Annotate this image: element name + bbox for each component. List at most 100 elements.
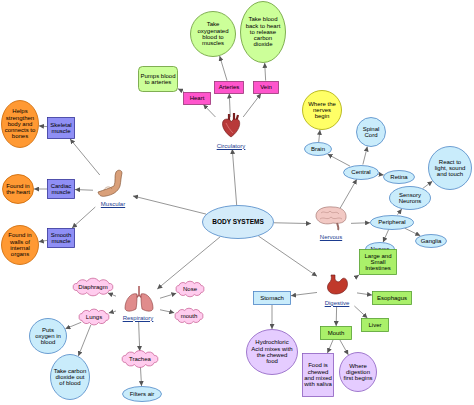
connector-arrow (354, 306, 367, 318)
connector-arrow (272, 305, 273, 329)
concept-box: Food is chewed and mixed with saliva (302, 353, 334, 397)
node-text: Take blood back to heart to release carb… (244, 16, 282, 47)
concept-ellipse: Helps strengthen body and connects to bo… (1, 100, 39, 148)
connector-arrow (363, 147, 367, 165)
node-text: Helps strengthen body and connects to bo… (4, 108, 36, 139)
node-text: Ganglia (421, 238, 442, 244)
connector-arrow (109, 311, 116, 313)
connector-arrow (72, 207, 95, 228)
connector-arrow (65, 322, 81, 329)
concept-ellipse: Peripheral (370, 215, 414, 230)
node-text: Heart (190, 95, 205, 101)
node-text: Found in walls of internal organs (4, 232, 36, 257)
node-text: Mouth (328, 330, 345, 336)
cloud-node: Diaphragm (71, 279, 115, 295)
concept-ellipse: React to light, sound and touch (428, 146, 472, 190)
connector-arrow (274, 222, 311, 224)
system-node: Digestive (317, 274, 357, 306)
node-text: Arteries (219, 84, 240, 90)
connector-arrow (328, 154, 350, 166)
connector-arrow (70, 139, 100, 175)
concept-ellipse: Take blood back to heart to release carb… (240, 1, 286, 63)
concept-ellipse: Sensory Neurons (389, 186, 431, 210)
node-text: React to light, sound and touch (432, 159, 468, 178)
connector-arrow (397, 209, 401, 215)
connector-arrow (108, 293, 116, 296)
node-text: Cardiac muscle (48, 183, 74, 196)
connector-arrow (78, 325, 90, 356)
concept-ellipse: Take oxygenated blood to muscles (190, 11, 236, 57)
node-text: Puts oxygen in blood (32, 327, 64, 346)
concept-ellipse: Puts oxygen in blood (29, 318, 67, 354)
connector-arrow (178, 89, 184, 92)
node-text: Vein (260, 84, 272, 90)
connector-arrow (232, 149, 236, 205)
connector-arrow (351, 222, 370, 224)
node-text: Filters air (130, 391, 155, 397)
node-text: Where digestion first begins (342, 363, 374, 382)
node-text: Central (351, 169, 370, 175)
node-text: Found in the heart (5, 183, 31, 196)
node-text: Esophagus (377, 295, 407, 301)
node-text: Sensory Neurons (392, 192, 428, 205)
cloud-node: Lungs (77, 309, 111, 325)
connector-arrow (34, 189, 47, 190)
system-node: Muscular (93, 175, 133, 207)
node-text: Pumps blood to arteries (139, 73, 177, 86)
concept-ellipse: Found in the heart (2, 174, 34, 204)
concept-box: Large and Small Intestines (359, 249, 397, 275)
connector-arrow (291, 292, 317, 295)
node-text: mouth (181, 313, 198, 319)
node-text: Lungs (86, 314, 102, 320)
connector-arrow (319, 130, 320, 142)
system-label: Muscular (101, 201, 125, 207)
concept-box: Vein (253, 81, 279, 94)
connector-arrow (229, 94, 230, 118)
concept-ellipse: Central (343, 165, 379, 180)
node-text: Brain (311, 146, 325, 152)
connector-arrow (336, 306, 337, 326)
brain-illustration (316, 207, 346, 230)
connector-arrow (139, 321, 140, 351)
system-node: Nervous (311, 208, 351, 240)
cloud-node: mouth (173, 308, 205, 324)
connector-arrow (327, 340, 333, 353)
cloud-node: Trachea (120, 351, 160, 367)
connector-arrow (258, 236, 317, 276)
connector-arrow (405, 228, 421, 236)
node-text: Nose (183, 286, 197, 292)
stomach-illustration (327, 275, 347, 294)
connector-arrow (243, 94, 261, 118)
node-text: Take oxygenated blood to muscles (194, 21, 232, 46)
connector-arrow (264, 63, 266, 81)
node-text: Skeletal muscle (48, 122, 74, 135)
concept-ellipse: Where the nerves begin (302, 90, 342, 130)
connector-arrow (39, 240, 47, 241)
concept-box: Skeletal muscle (47, 117, 75, 139)
concept-box: Liver (361, 318, 389, 332)
node-text: Diaphragm (78, 284, 107, 290)
heart-illustration (222, 113, 239, 137)
cloud-node: Nose (174, 281, 206, 297)
system-label: Respiratory (123, 315, 154, 321)
node-text: Peripheral (378, 219, 405, 225)
connector-arrow (160, 310, 174, 313)
node-text: Liver (368, 322, 381, 328)
connector-arrow (378, 174, 384, 176)
concept-box: Smooth muscle (47, 228, 75, 248)
rounded-box: Pumps blood to arteries (138, 66, 178, 92)
system-node: Circulatory (211, 117, 251, 149)
concept-ellipse: Filters air (122, 386, 162, 402)
connector-arrow (133, 196, 206, 214)
concept-ellipse: Retina (383, 170, 415, 184)
connector-arrow (140, 367, 141, 386)
concept-ellipse: BODY SYSTEMS (202, 205, 274, 239)
concept-box: Stomach (253, 291, 291, 305)
connector-arrow (383, 229, 389, 242)
concept-box: Cardiac muscle (47, 179, 75, 199)
concept-ellipse: Spinal Cord (356, 117, 386, 147)
node-text: Spinal Cord (358, 126, 384, 139)
connector-arrow (357, 275, 359, 276)
connector-arrow (220, 56, 227, 80)
